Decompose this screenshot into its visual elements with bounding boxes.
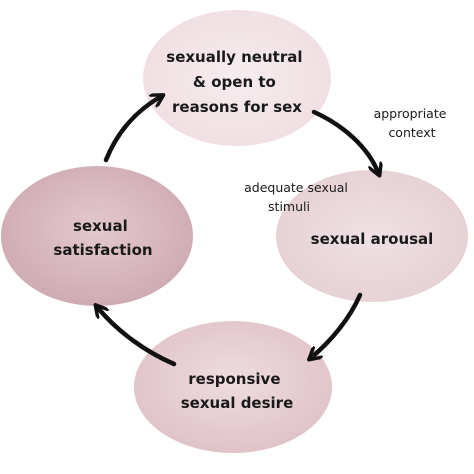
node-right-line-1: sexual arousal bbox=[311, 230, 434, 248]
edge-label-adequate-stimuli: adequate sexual stimuli bbox=[244, 180, 352, 214]
node-left-line-1: sexual bbox=[73, 217, 128, 235]
node-top-line-1: sexually neutral bbox=[166, 48, 302, 66]
node-bottom-line-2: sexual desire bbox=[181, 394, 294, 412]
node-left-line-2: satisfaction bbox=[53, 241, 152, 259]
node-top-label: sexually neutral & open to reasons for s… bbox=[166, 48, 307, 116]
node-left: sexual satisfaction bbox=[1, 166, 193, 306]
node-top: sexually neutral & open to reasons for s… bbox=[143, 10, 331, 146]
node-bottom-bubble bbox=[134, 321, 332, 453]
edge-label-appropriate-context: appropriate context bbox=[374, 106, 451, 140]
edge-label-adequate-stimuli-line-1: adequate sexual bbox=[244, 180, 348, 195]
node-bottom-line-1: responsive bbox=[188, 370, 280, 388]
node-top-line-3: reasons for sex bbox=[172, 98, 302, 116]
node-right-label: sexual arousal bbox=[311, 230, 434, 248]
arrow-bottom-to-left bbox=[98, 308, 177, 367]
edge-label-adequate-stimuli-line-2: stimuli bbox=[268, 199, 310, 214]
node-right: sexual arousal bbox=[276, 170, 468, 302]
arrow-left-to-top bbox=[103, 97, 160, 163]
node-top-bubble bbox=[143, 10, 331, 146]
node-left-bubble bbox=[1, 166, 193, 306]
node-left-label: sexual satisfaction bbox=[53, 217, 152, 259]
edge-label-appropriate-context-line-2: context bbox=[388, 125, 435, 140]
node-top-line-2: & open to bbox=[193, 73, 276, 91]
edge-label-appropriate-context-line-1: appropriate bbox=[374, 106, 447, 121]
node-right-bubble bbox=[276, 170, 468, 302]
node-bottom: responsive sexual desire bbox=[134, 321, 332, 453]
arrow-top-to-right bbox=[311, 109, 378, 172]
node-bottom-label: responsive sexual desire bbox=[181, 370, 294, 412]
arrow-right-to-bottom bbox=[312, 292, 363, 357]
